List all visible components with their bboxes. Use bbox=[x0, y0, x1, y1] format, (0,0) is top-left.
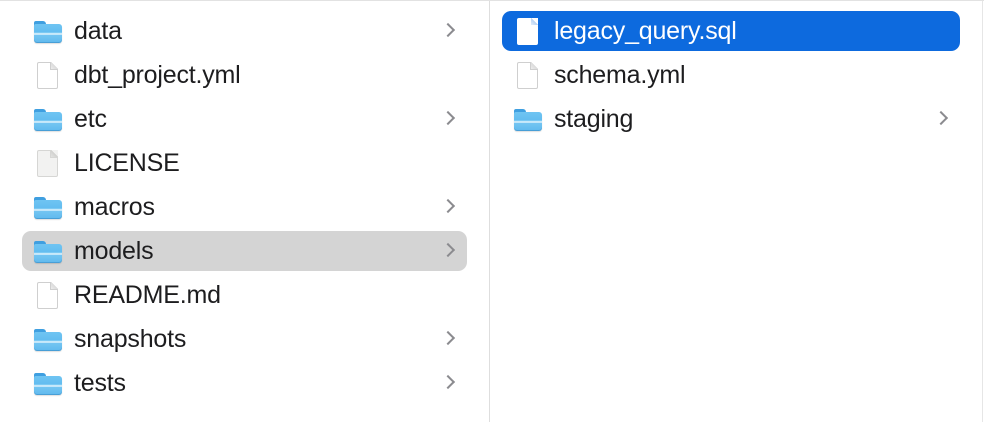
list-item-label: schema.yml bbox=[554, 61, 686, 89]
list-item-label: macros bbox=[74, 193, 155, 221]
list-item[interactable]: data bbox=[22, 11, 467, 51]
list-item[interactable]: snapshots bbox=[22, 319, 467, 359]
folder-icon bbox=[32, 192, 62, 222]
list-item[interactable]: staging bbox=[502, 99, 960, 139]
chevron-right-icon[interactable] bbox=[934, 108, 948, 130]
document-icon bbox=[32, 60, 62, 90]
list-item-selected-inactive[interactable]: models bbox=[22, 231, 467, 271]
document-icon bbox=[32, 280, 62, 310]
folder-icon bbox=[32, 324, 62, 354]
folder-icon bbox=[32, 16, 62, 46]
folder-icon bbox=[32, 236, 62, 266]
chevron-right-icon[interactable] bbox=[441, 372, 455, 394]
chevron-right-icon[interactable] bbox=[441, 328, 455, 350]
list-item[interactable]: etc bbox=[22, 99, 467, 139]
list-item[interactable]: LICENSE bbox=[22, 143, 467, 183]
list-item-label: legacy_query.sql bbox=[554, 17, 737, 45]
list-item-label: models bbox=[74, 237, 154, 265]
folder-icon bbox=[32, 368, 62, 398]
list-item-label: dbt_project.yml bbox=[74, 61, 241, 89]
list-item[interactable]: README.md bbox=[22, 275, 467, 315]
list-item-label: LICENSE bbox=[74, 149, 180, 177]
list-item-label: tests bbox=[74, 369, 126, 397]
list-item-label: data bbox=[74, 17, 122, 45]
chevron-right-icon[interactable] bbox=[441, 20, 455, 42]
generic-document-icon bbox=[32, 148, 62, 178]
list-item[interactable]: dbt_project.yml bbox=[22, 55, 467, 95]
column-models: legacy_query.sql schema.yml staging bbox=[490, 1, 983, 422]
column-parent: data dbt_project.yml etc LICENSE bbox=[0, 1, 490, 422]
list-item-label: README.md bbox=[74, 281, 221, 309]
list-item[interactable]: macros bbox=[22, 187, 467, 227]
folder-icon bbox=[512, 104, 542, 134]
list-item-label: etc bbox=[74, 105, 107, 133]
folder-icon bbox=[32, 104, 62, 134]
chevron-right-icon[interactable] bbox=[441, 108, 455, 130]
document-icon bbox=[512, 16, 542, 46]
chevron-right-icon[interactable] bbox=[441, 196, 455, 218]
list-item[interactable]: schema.yml bbox=[502, 55, 960, 95]
list-item-selected-active[interactable]: legacy_query.sql bbox=[502, 11, 960, 51]
list-item-label: staging bbox=[554, 105, 634, 133]
list-item[interactable]: tests bbox=[22, 363, 467, 403]
list-item-label: snapshots bbox=[74, 325, 187, 353]
chevron-right-icon[interactable] bbox=[441, 240, 455, 262]
document-icon bbox=[512, 60, 542, 90]
